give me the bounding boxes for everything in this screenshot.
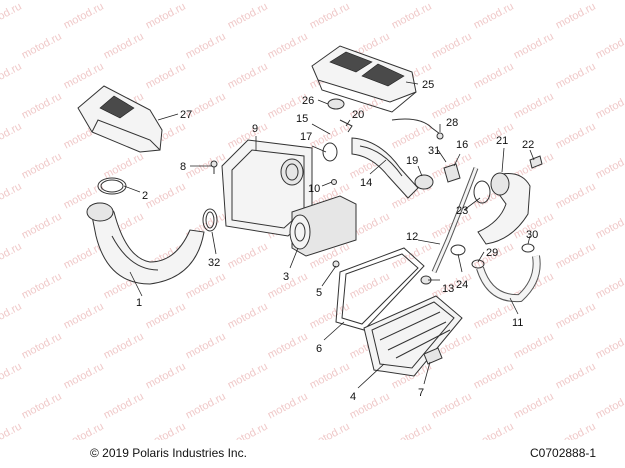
callout-27: 27 <box>180 109 192 121</box>
part-8-screw <box>210 160 218 174</box>
part-6-gasket <box>335 247 425 331</box>
callout-6: 6 <box>316 343 322 355</box>
part-7-label <box>423 347 443 365</box>
part-23-clamp <box>473 180 491 204</box>
callout-7: 7 <box>418 387 424 399</box>
part-12-hose <box>431 167 479 274</box>
callout-11: 11 <box>512 317 523 329</box>
callout-19: 19 <box>406 155 418 167</box>
callout-29: 29 <box>486 247 498 259</box>
part-5-screw <box>332 260 340 268</box>
callout-4: 4 <box>350 391 356 403</box>
callout-13: 13 <box>442 283 454 295</box>
part-27-cover <box>77 85 163 153</box>
callout-28: 28 <box>446 117 458 129</box>
part-11-hose <box>476 255 541 303</box>
part-2-clamp <box>97 177 127 195</box>
document-number: C0702888-1 <box>530 446 597 460</box>
part-17-clamp <box>322 142 338 162</box>
part-1-intake-duct <box>86 202 205 285</box>
part-20-clip <box>339 119 353 133</box>
part-32-clamp <box>202 208 218 232</box>
part-4-housing <box>363 295 463 377</box>
part-10-screw <box>331 179 337 185</box>
leader-lines <box>123 81 535 389</box>
part-25-cover <box>311 45 417 113</box>
callout-30: 30 <box>526 229 538 241</box>
callout-1: 1 <box>136 297 142 309</box>
part-29-clamp <box>471 259 485 269</box>
callout-14: 14 <box>360 177 372 189</box>
callouts: 1 2 3 4 5 6 7 8 9 10 11 12 13 14 15 16 1… <box>136 79 538 403</box>
callout-22: 22 <box>522 139 534 151</box>
callout-5: 5 <box>316 287 322 299</box>
callout-3: 3 <box>283 271 289 283</box>
callout-15: 15 <box>296 113 308 125</box>
callout-10: 10 <box>308 183 320 195</box>
part-21-duct <box>477 172 531 245</box>
copyright-text: © 2019 Polaris Industries Inc. <box>90 446 247 460</box>
callout-9: 9 <box>252 123 258 135</box>
part-30-clamp <box>521 243 535 253</box>
part-22-clip <box>529 155 543 169</box>
callout-20: 20 <box>352 109 364 121</box>
callout-21: 21 <box>496 135 508 147</box>
part-26-cap <box>327 98 345 110</box>
callout-17: 17 <box>300 131 312 143</box>
callout-26: 26 <box>302 95 314 107</box>
callout-12: 12 <box>406 231 418 243</box>
part-28-vent-tube <box>391 118 444 140</box>
callout-31: 31 <box>428 145 440 157</box>
part-3-filter <box>289 195 357 257</box>
callout-24: 24 <box>456 279 468 291</box>
callout-23: 23 <box>456 205 468 217</box>
callout-32: 32 <box>208 257 220 269</box>
part-24-clamp <box>450 244 466 256</box>
part-14-hose <box>351 137 419 199</box>
part-19-collar <box>414 174 434 190</box>
callout-25: 25 <box>422 79 434 91</box>
callout-2: 2 <box>142 190 148 202</box>
callout-16: 16 <box>456 139 468 151</box>
callout-8: 8 <box>180 161 186 173</box>
part-16-fitting <box>443 163 461 183</box>
